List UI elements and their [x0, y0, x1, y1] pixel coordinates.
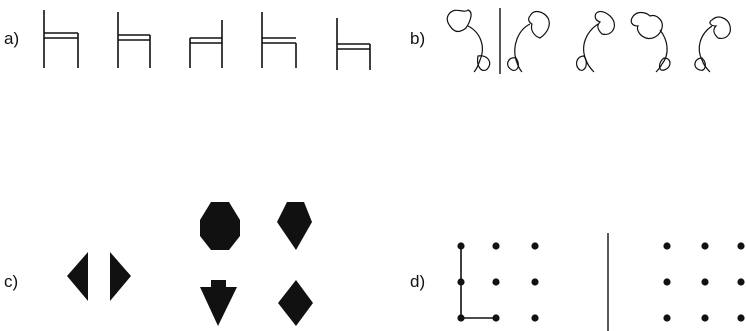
- grid-dot: [531, 242, 539, 250]
- chair-figure: [189, 20, 223, 68]
- grid-dot: [457, 278, 465, 286]
- panel-a-label: a): [4, 29, 19, 48]
- octagon-shape: [200, 202, 240, 250]
- panel-a: a): [4, 10, 371, 70]
- panel-c: c): [4, 202, 313, 326]
- grid-dot: [531, 314, 539, 322]
- flower-figure: [446, 9, 491, 73]
- chair-figure: [261, 12, 297, 68]
- dot-grid-left: [457, 242, 539, 322]
- diamond-shape: [278, 280, 313, 326]
- grid-dot: [737, 242, 745, 250]
- grid-dot: [492, 242, 500, 250]
- panel-d: d): [410, 233, 745, 331]
- dot-grid-right: [663, 242, 745, 322]
- flower-figure: [575, 11, 615, 73]
- grid-dot: [492, 314, 500, 322]
- panel-c-label: c): [4, 272, 18, 291]
- grid-dot: [737, 314, 745, 322]
- grid-dot: [457, 242, 465, 250]
- flower-figure: [507, 10, 550, 73]
- pentagon-shape: [277, 202, 312, 250]
- connecting-line: [460, 246, 496, 319]
- chair-figures: [43, 10, 371, 70]
- grid-dot: [663, 314, 671, 322]
- grid-dot: [701, 314, 709, 322]
- chair-figure: [117, 12, 151, 68]
- grid-dot: [701, 242, 709, 250]
- panel-d-label: d): [410, 272, 425, 291]
- flower-figure: [630, 11, 671, 73]
- chair-figure: [43, 10, 79, 68]
- grid-dot: [492, 278, 500, 286]
- grid-dot: [663, 242, 671, 250]
- flower-figures: [446, 9, 731, 73]
- left-triangle-shape: [67, 252, 88, 301]
- panel-b: b): [410, 8, 731, 74]
- grid-dot: [737, 278, 745, 286]
- flower-figure: [694, 16, 731, 73]
- right-triangle-shape: [110, 252, 131, 301]
- grid-dot: [457, 314, 465, 322]
- grid-dot: [531, 278, 539, 286]
- grid-dot: [701, 278, 709, 286]
- chair-figure: [336, 18, 371, 70]
- shape-figures: [67, 202, 313, 326]
- grid-dot: [663, 278, 671, 286]
- grid-dots: [457, 242, 539, 322]
- panel-b-label: b): [410, 29, 425, 48]
- down-arrow-shape: [200, 280, 237, 326]
